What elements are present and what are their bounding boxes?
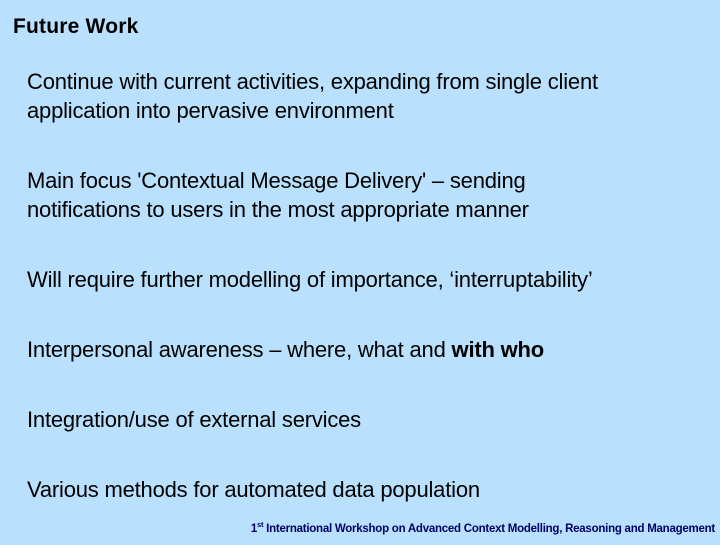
footer: 1st International Workshop on Advanced C… — [250, 520, 715, 535]
paragraph-text: Interpersonal awareness – where, what an… — [27, 337, 452, 362]
paragraph-line: Interpersonal awareness – where, what an… — [27, 335, 710, 364]
bullet-paragraph: Interpersonal awareness – where, what an… — [27, 335, 710, 364]
bullet-paragraph: Integration/use of external services — [27, 405, 710, 434]
bullet-paragraph: Will require further modelling of import… — [27, 265, 710, 294]
paragraph-line: Will require further modelling of import… — [27, 267, 593, 292]
paragraph-line: notifications to users in the most appro… — [27, 197, 529, 222]
paragraph-line: Integration/use of external services — [27, 407, 361, 432]
bullet-paragraph: Continue with current activities, expand… — [27, 67, 710, 125]
bullet-paragraph: Main focus 'Contextual Message Delivery'… — [27, 166, 710, 224]
bullet-paragraph: Various methods for automated data popul… — [27, 475, 710, 504]
slide-title: Future Work — [13, 15, 139, 38]
paragraph-line: Main focus 'Contextual Message Delivery'… — [27, 168, 526, 193]
paragraph-line: Various methods for automated data popul… — [27, 477, 480, 502]
footer-ordinal-suffix: st — [257, 520, 264, 530]
bold-emphasis: with who — [451, 337, 545, 362]
footer-text: International Workshop on Advanced Conte… — [263, 523, 715, 535]
slide-body: Continue with current activities, expand… — [27, 67, 710, 545]
footer-number: 1 — [250, 523, 258, 535]
paragraph-line: Continue with current activities, expand… — [27, 69, 598, 94]
paragraph-line: application into pervasive environment — [27, 98, 394, 123]
